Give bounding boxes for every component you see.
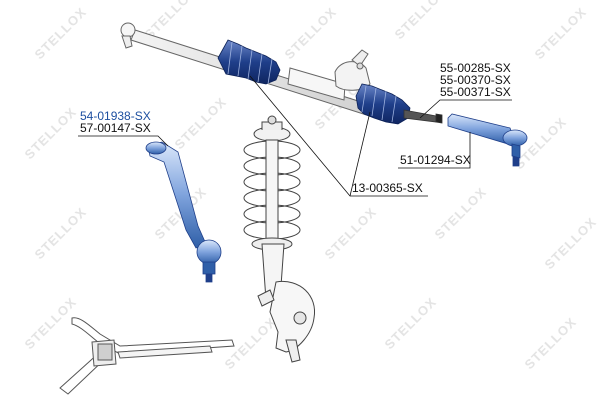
watermark: STELLOX xyxy=(532,4,590,62)
rack-boot-left xyxy=(217,39,281,85)
label-tie-rod-end[interactable]: 51-01294-SX xyxy=(400,153,471,167)
rack-boot-right xyxy=(355,83,411,125)
watermark: STELLOX xyxy=(32,4,90,62)
watermark: STELLOX xyxy=(322,204,380,262)
watermark: STELLOX xyxy=(392,0,450,42)
tie-rod-end xyxy=(447,113,528,167)
stabilizer-bar xyxy=(59,317,235,395)
watermark: STELLOX xyxy=(172,94,230,152)
inner-tie-rod xyxy=(403,109,443,124)
leader-lines xyxy=(78,75,512,197)
label-inner-tie-rod-3[interactable]: 55-00371-SX xyxy=(440,85,511,99)
label-rack-boot[interactable]: 13-00365-SX xyxy=(352,181,423,195)
strut-assembly xyxy=(243,115,316,363)
watermark: STELLOX xyxy=(282,4,340,62)
watermark: STELLOX xyxy=(542,214,600,272)
part-labels: 13-00365-SX 55-00285-SX 55-00370-SX 55-0… xyxy=(80,61,511,195)
watermark: STELLOX xyxy=(22,104,80,162)
label-control-arm[interactable]: 54-01938-SX xyxy=(80,109,151,123)
label-inner-tie-rod-2[interactable]: 55-00370-SX xyxy=(440,73,511,87)
watermark: STELLOX xyxy=(382,294,440,352)
label-inner-tie-rod-1[interactable]: 55-00285-SX xyxy=(440,61,511,75)
label-ball-joint[interactable]: 57-00147-SX xyxy=(80,121,151,135)
watermark: STELLOX xyxy=(22,294,80,352)
watermark: STELLOX xyxy=(522,314,580,372)
watermark: STELLOX xyxy=(32,204,90,262)
control-arm xyxy=(145,141,222,283)
watermark: STELLOX xyxy=(432,184,490,242)
